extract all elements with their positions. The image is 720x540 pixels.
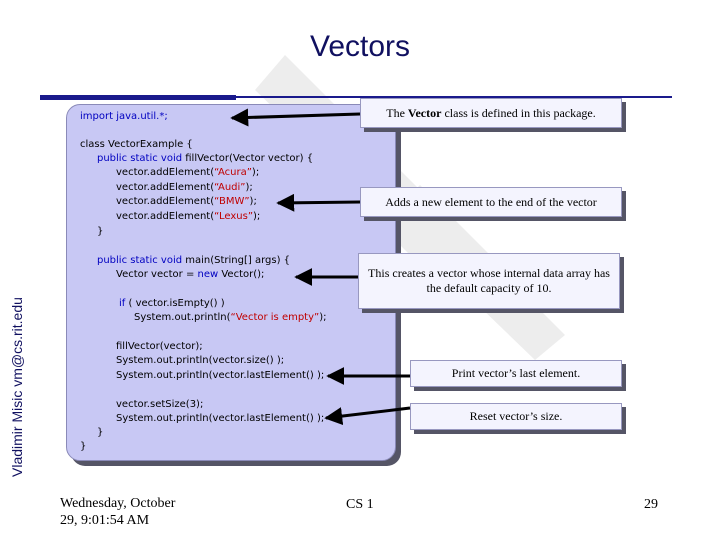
code-token: new [197,269,222,280]
code-line: import java.util.*; [80,111,168,123]
code-line: System.out.println(“Vector is empty”); [134,312,326,324]
code-line: vector.addElement(“BMW”); [116,196,257,208]
code-token: System.out.println(vector.lastElement() … [116,370,325,381]
code-token: vector.addElement( [116,182,215,193]
note-last-element: Print vector’s last element. [410,360,622,387]
code-token: System.out.println(vector.lastElement() … [116,413,325,424]
code-token: fillVector(Vector vector) { [185,153,314,164]
code-line: if ( vector.isEmpty() ) [119,298,225,310]
code-line: vector.addElement(“Audi”); [116,182,253,194]
note-package: The Vector class is defined in this pack… [360,98,622,128]
code-token: } [97,427,104,438]
code-token: class VectorExample { [80,139,193,150]
code-token: ); [253,211,261,222]
code-line: } [97,226,103,238]
code-line: vector.addElement(“Acura”); [116,167,259,179]
note-package-bold: Vector [407,105,442,120]
code-token: } [97,226,104,237]
footer-page-number: 29 [644,497,658,512]
footer-date-line1: Wednesday, October [60,496,176,511]
code-token: vector.addElement( [116,196,215,207]
code-line: public static void main(String[] args) { [97,255,290,267]
code-token: fillVector(vector); [116,341,203,352]
footer-date: Wednesday, October 29, 9:01:54 AM [60,495,175,529]
note-add-element: Adds a new element to the end of the vec… [360,187,622,217]
code-token: “Audi” [214,182,246,193]
code-token: System.out.println( [134,312,231,323]
code-token: main(String[] args) { [185,255,291,266]
title-rule [40,96,672,98]
code-line: System.out.println(vector.lastElement() … [116,370,324,382]
code-token: “Lexus” [214,211,254,222]
code-token: System.out.println(vector.size() ); [116,355,285,366]
note-package-suffix: class is defined in this package. [441,105,596,120]
code-token: vector.setSize(3); [116,399,204,410]
slide-title: Vectors [309,30,411,63]
arrow-reset-size [324,406,411,426]
code-line: public static void fillVector(Vector vec… [97,153,313,165]
code-token: ); [319,312,327,323]
code-token: import java.util.*; [80,111,168,122]
code-token: ); [249,196,257,207]
code-line: vector.setSize(3); [116,399,203,411]
code-token: vector.addElement( [116,211,215,222]
code-line: System.out.println(vector.size() ); [116,355,284,367]
code-token: ); [251,167,260,178]
code-token: } [80,441,87,452]
code-token: ( vector.isEmpty() ) [128,298,225,309]
note-reset-size: Reset vector’s size. [410,403,622,430]
code-token: vector.addElement( [116,167,215,178]
note-package-prefix: The [386,105,408,120]
code-token: public static void [97,255,186,266]
code-token: ); [245,182,253,193]
arrow-add-element [276,193,361,212]
code-line: System.out.println(vector.lastElement() … [116,413,324,425]
code-token: Vector(); [221,269,265,280]
code-line: } [97,427,103,439]
arrow-package [230,108,361,127]
code-token: if [119,298,129,309]
code-line: class VectorExample { [80,139,193,151]
code-token: “Vector is empty” [230,312,320,323]
code-token: “Acura” [214,167,252,178]
code-line: } [80,441,86,453]
title-rule-accent [40,95,236,100]
code-box [66,104,396,461]
code-line: fillVector(vector); [116,341,203,353]
code-line: vector.addElement(“Lexus”); [116,211,260,223]
code-token: Vector vector = [116,269,198,280]
code-token: public static void [97,153,186,164]
code-token: “BMW” [214,196,250,207]
footer-date-line2: 29, 9:01:54 AM [60,513,150,528]
code-line: Vector vector = new Vector(); [116,269,264,281]
note-capacity: This creates a vector whose internal dat… [358,253,620,309]
footer-course: CS 1 [346,497,374,512]
